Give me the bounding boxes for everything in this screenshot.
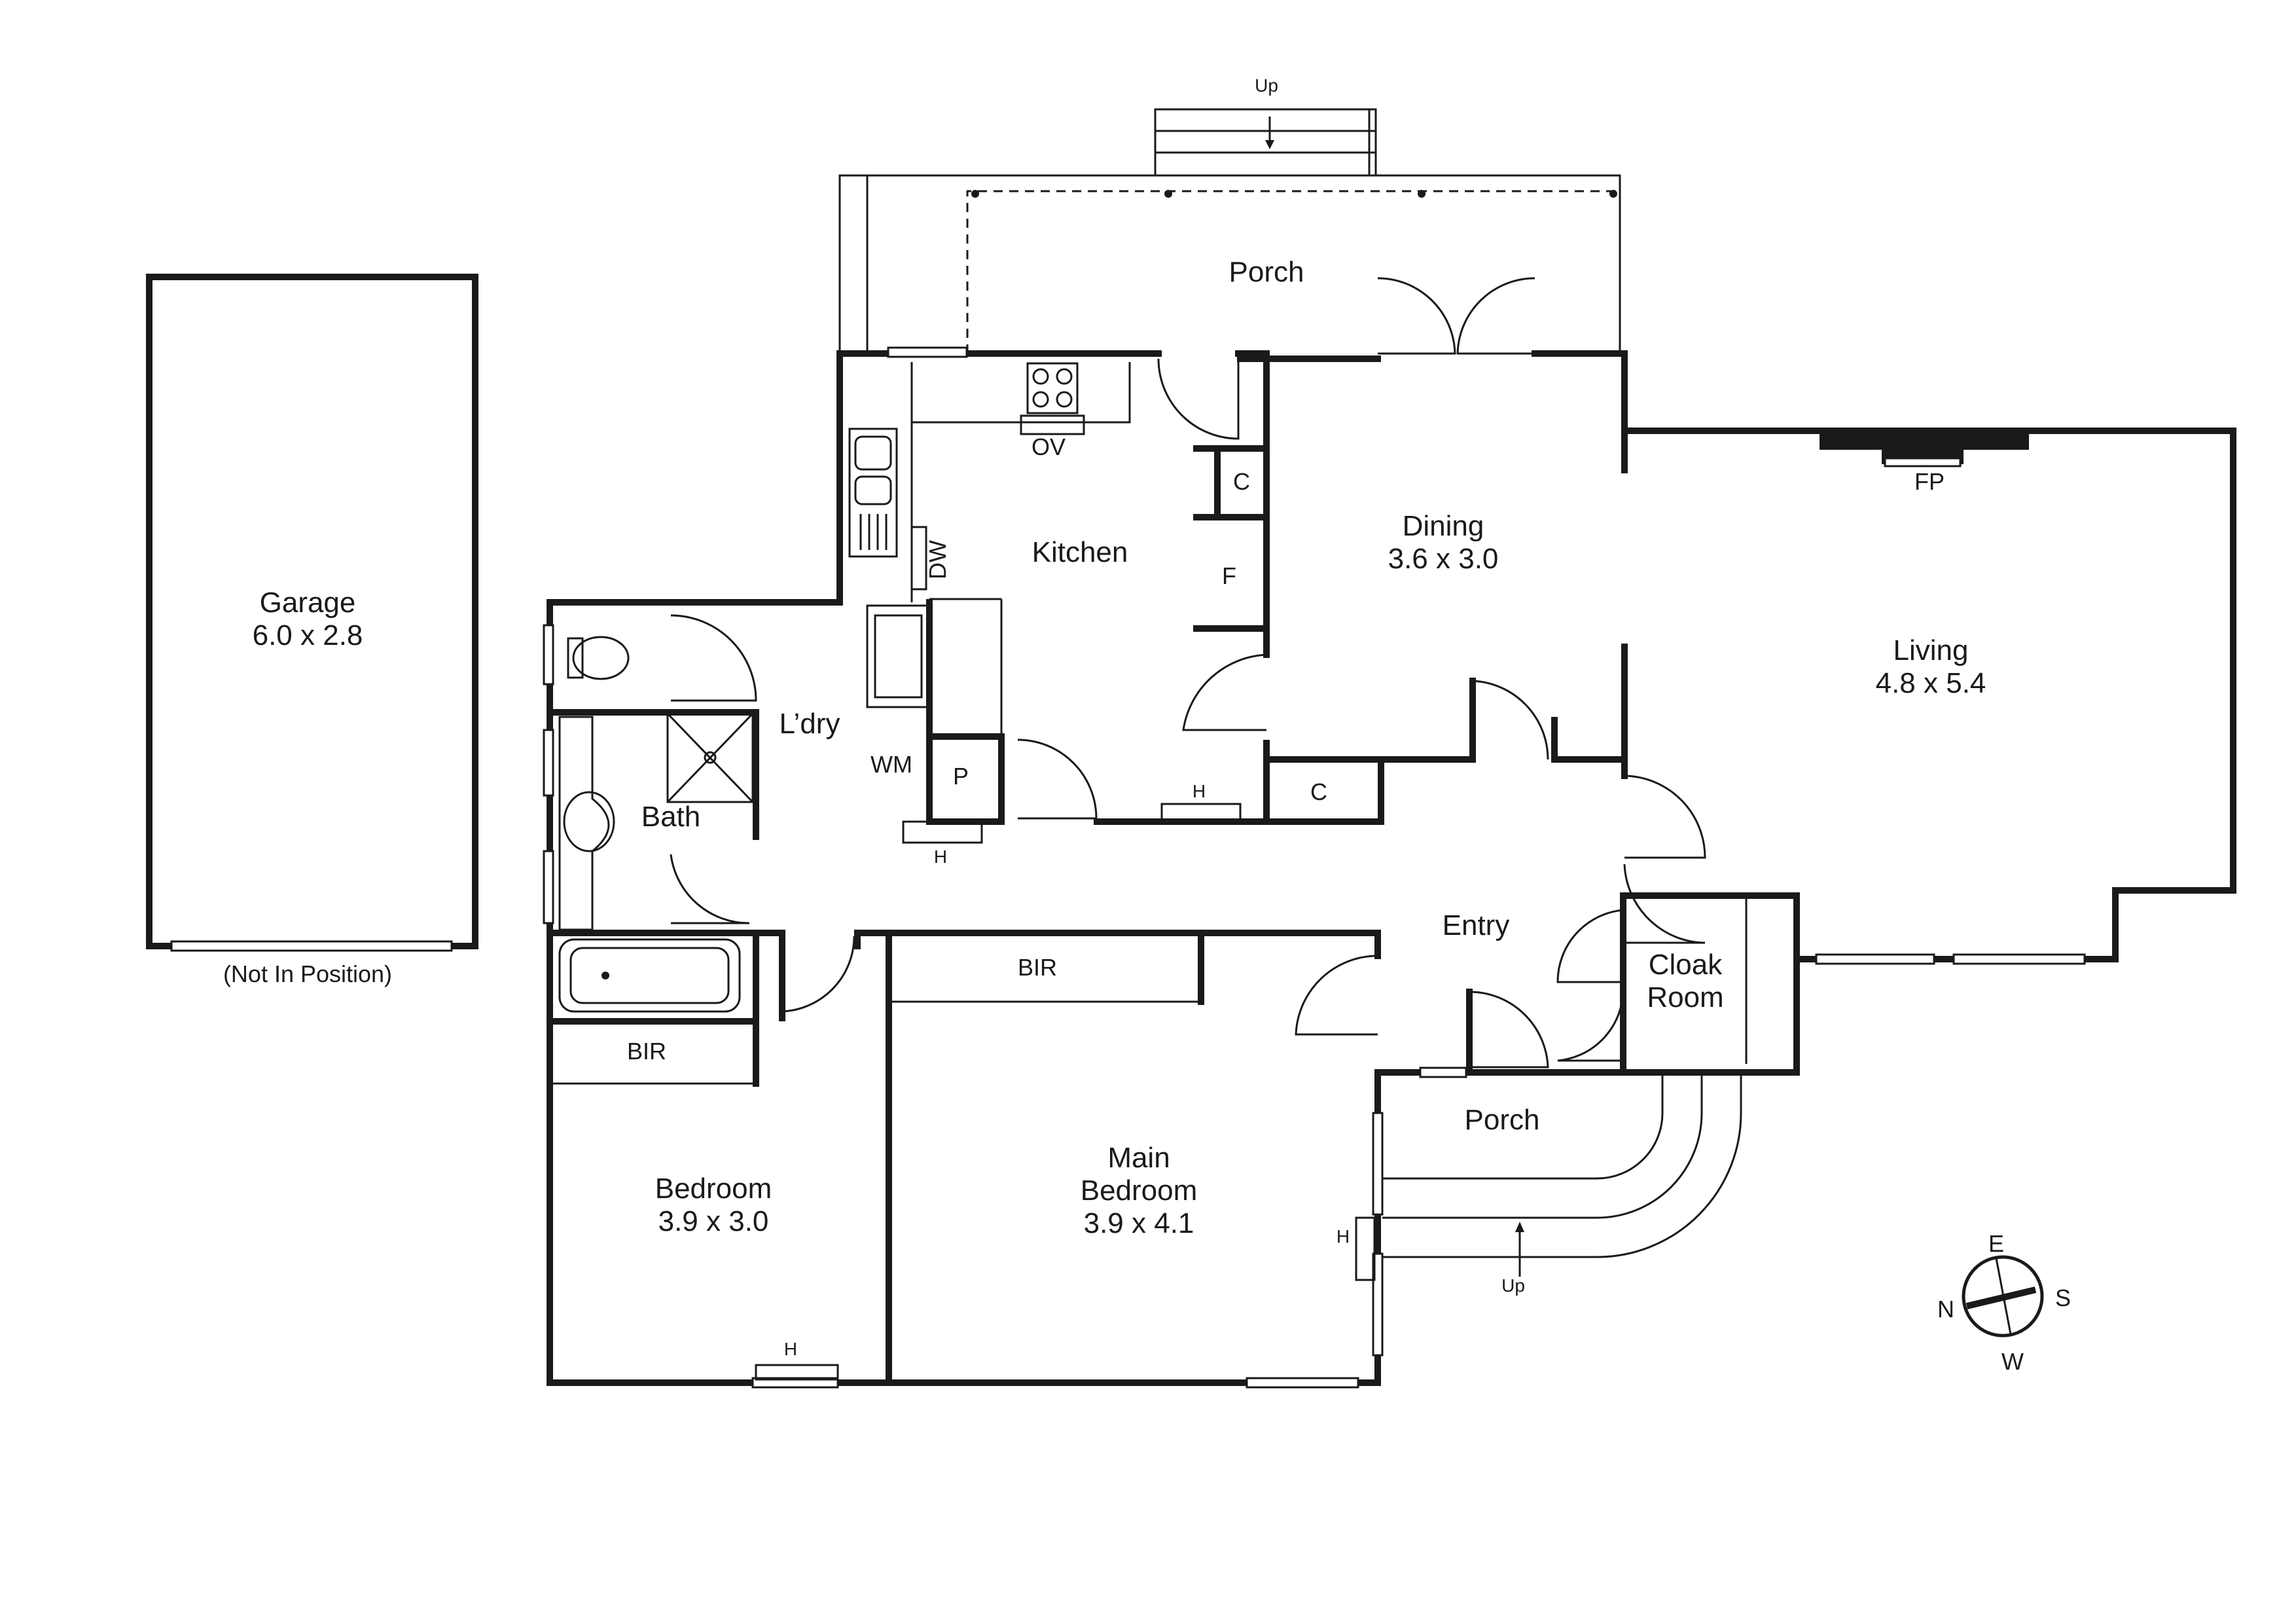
main-bedroom-size: 3.9 x 4.1	[1084, 1207, 1194, 1239]
living-size: 4.8 x 5.4	[1876, 667, 1986, 699]
main-bedroom-robe-label: BIR	[1018, 954, 1057, 981]
garage-note: (Not In Position)	[223, 960, 392, 987]
compass	[1962, 1255, 2044, 1338]
entry-label: Entry	[1443, 909, 1510, 941]
living-fireplace	[1820, 434, 2029, 467]
rear-steps	[1154, 108, 1377, 177]
bedroom-robe-label: BIR	[627, 1038, 666, 1065]
laundry-heater-label: H	[934, 847, 947, 867]
main-bedroom-heater-label: H	[1336, 1226, 1350, 1247]
hall-heater-label: H	[1193, 781, 1206, 801]
dining-size: 3.6 x 3.0	[1388, 543, 1499, 575]
living-label: Living	[1893, 634, 1969, 666]
interior-walls	[547, 428, 1748, 1386]
washing-machine-label: WM	[870, 751, 912, 778]
main-bedroom-label-1: Main	[1107, 1142, 1170, 1174]
compass-south: S	[2055, 1285, 2071, 1311]
bedroom-size: 3.9 x 3.0	[658, 1205, 769, 1237]
dining-label: Dining	[1403, 510, 1484, 542]
front-steps	[1382, 1072, 1742, 1277]
bedroom-label: Bedroom	[655, 1173, 772, 1205]
bath-fixtures	[558, 636, 754, 1013]
labels: Garage 6.0 x 2.8 (Not In Position) Porch…	[223, 75, 2071, 1375]
fridge-label: F	[1222, 562, 1236, 589]
main-bedroom-label-2: Bedroom	[1081, 1175, 1198, 1207]
porch-front-label: Porch	[1465, 1104, 1540, 1136]
cloak-room-label-2: Room	[1647, 981, 1723, 1013]
cloak-room-label-1: Cloak	[1649, 949, 1723, 981]
compass-west: W	[2001, 1348, 2024, 1375]
heaters	[755, 1216, 1376, 1381]
hall-cupboard-label: C	[1310, 778, 1327, 805]
garage-size: 6.0 x 2.8	[253, 619, 363, 651]
dishwasher-label: DW	[924, 540, 951, 579]
kitchen-cupboard-label: C	[1233, 468, 1250, 495]
laundry-label: L’dry	[780, 708, 840, 740]
porch-rear-label: Porch	[1229, 256, 1304, 288]
pantry-label: P	[953, 763, 969, 790]
front-steps-up: Up	[1501, 1275, 1525, 1296]
door-swings	[670, 277, 1706, 1068]
exterior-walls	[547, 350, 2236, 1386]
oven-label: OV	[1031, 433, 1066, 460]
bath-label: Bath	[641, 801, 701, 833]
kitchen-label: Kitchen	[1032, 536, 1128, 568]
compass-east: E	[1988, 1230, 2004, 1257]
bedroom-heater-label: H	[784, 1339, 797, 1359]
fireplace-label: FP	[1914, 468, 1945, 495]
rear-steps-up: Up	[1255, 75, 1278, 96]
kitchen-fixtures	[848, 362, 1270, 632]
windows	[543, 346, 2086, 1389]
garage	[146, 274, 478, 952]
compass-north: N	[1937, 1296, 1954, 1322]
laundry-fixtures	[866, 604, 1242, 844]
garage-label: Garage	[260, 587, 356, 619]
